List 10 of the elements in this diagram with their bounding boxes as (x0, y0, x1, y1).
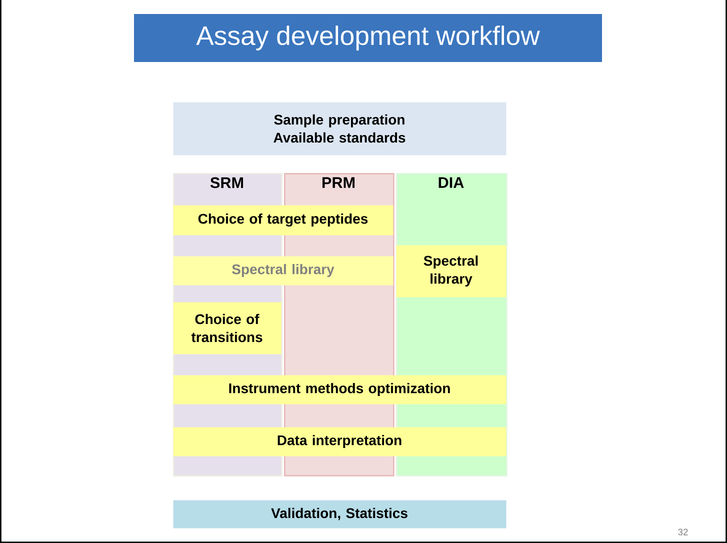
process-box: Validation, Statistics (173, 500, 506, 528)
process-box: Sample preparation Available standards (173, 102, 506, 156)
step-box: Choice of transitions (173, 302, 282, 354)
step-bar: Data interpretation (173, 427, 506, 456)
page-number: 32 (678, 528, 688, 536)
step-bar: Spectral library (173, 256, 394, 286)
step-box: Spectral library (396, 245, 506, 298)
step-bar: Choice of target peptides (173, 205, 394, 236)
title-banner: Assay development workflow (134, 14, 602, 62)
step-bar: Instrument methods optimization (173, 375, 506, 404)
